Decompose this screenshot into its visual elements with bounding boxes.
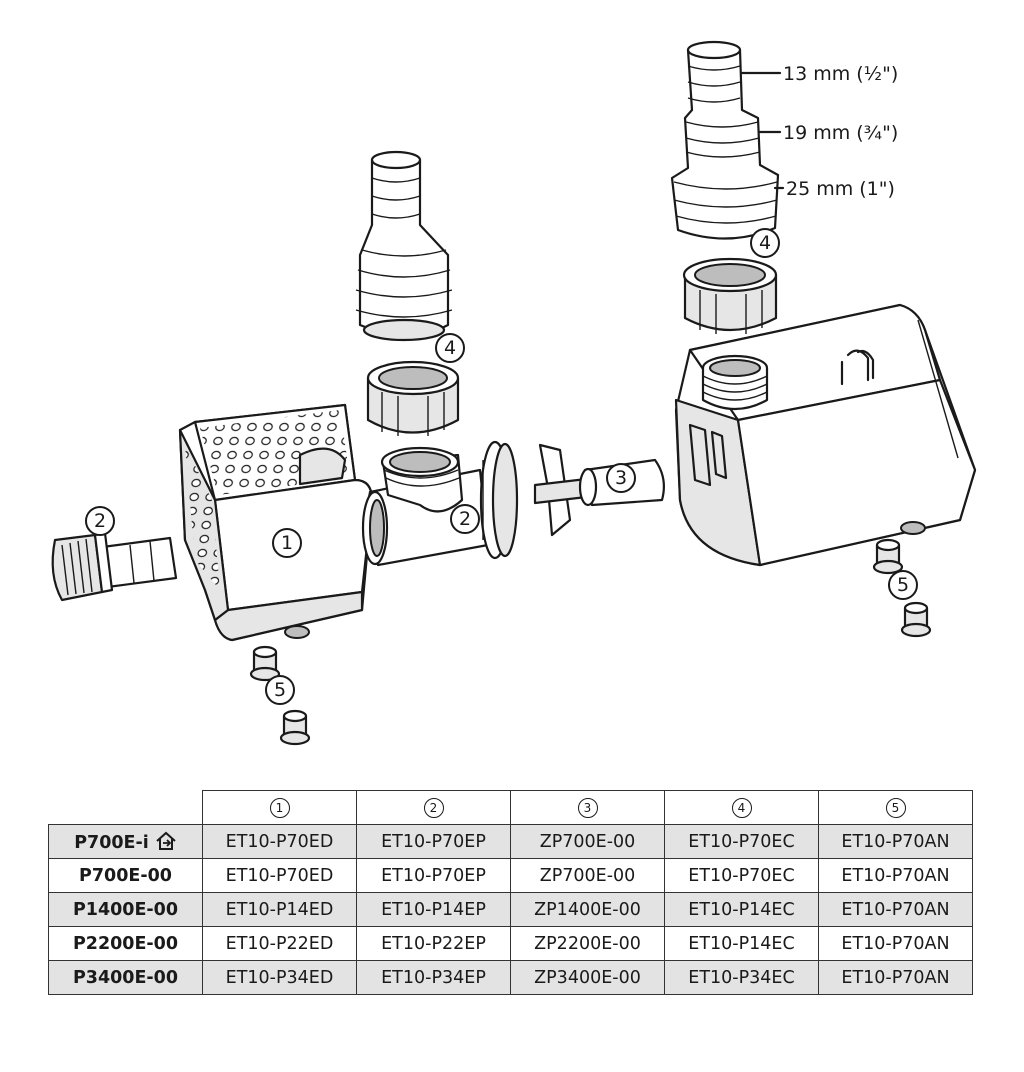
t-connector-part <box>361 440 519 567</box>
column-header-3: 3 <box>510 790 665 825</box>
model-cell: P700E-i <box>48 824 203 859</box>
callout-4-middle: 4 <box>435 333 465 363</box>
table-row: P1400E-00 ET10-P14ED ET10-P14EP ZP1400E-… <box>48 892 973 927</box>
exploded-pump-diagram: 13 mm (½") 19 mm (¾") 25 mm (1") 1 2 2 3… <box>51 40 977 746</box>
part-cell: ET10-P70AN <box>818 892 973 927</box>
part-cell: ZP3400E-00 <box>510 960 665 995</box>
model-cell: P700E-00 <box>48 858 203 893</box>
callout-4-right: 4 <box>750 228 780 258</box>
hose-size-13mm: 13 mm (½") <box>783 63 898 85</box>
part-cell: ET10-P14EP <box>356 892 511 927</box>
callout-2-left: 2 <box>85 506 115 536</box>
part-cell: ET10-P70EC <box>664 858 819 893</box>
svg-text:2: 2 <box>94 510 106 532</box>
model-cell: P2200E-00 <box>48 926 203 961</box>
callout-3: 3 <box>606 463 636 493</box>
table-corner-cell <box>48 790 203 825</box>
part-cell: ET10-P34ED <box>202 960 357 995</box>
part-cell: ET10-P22ED <box>202 926 357 961</box>
part-cell: ET10-P70AN <box>818 858 973 893</box>
part-cell: ET10-P22EP <box>356 926 511 961</box>
model-cell: P1400E-00 <box>48 892 203 927</box>
home-wifi-icon <box>156 831 176 850</box>
callout-1: 1 <box>272 528 302 558</box>
svg-text:3: 3 <box>615 467 627 489</box>
part-cell: ET10-P70AN <box>818 824 973 859</box>
column-header-4: 4 <box>664 790 819 825</box>
part-cell: ET10-P34EP <box>356 960 511 995</box>
spare-parts-table: 1 2 3 4 5 P700E-i ET10-P70ED ET10-P70EP … <box>48 790 973 995</box>
callout-2-middle: 2 <box>450 504 480 534</box>
part-cell: ET10-P70EC <box>664 824 819 859</box>
part-cell: ET10-P14EC <box>664 926 819 961</box>
part-cell: ZP700E-00 <box>510 858 665 893</box>
table-header-row: 1 2 3 4 5 <box>48 790 973 825</box>
part-cell: ET10-P70ED <box>202 824 357 859</box>
svg-text:4: 4 <box>759 232 771 254</box>
part-cell: ZP700E-00 <box>510 824 665 859</box>
part-cell: ET10-P34EC <box>664 960 819 995</box>
suction-feet-right <box>872 538 932 638</box>
hose-adapter-right <box>670 40 780 334</box>
svg-text:4: 4 <box>444 337 456 359</box>
table-row: P2200E-00 ET10-P22ED ET10-P22EP ZP2200E-… <box>48 926 973 961</box>
part-cell: ET10-P70EP <box>356 858 511 893</box>
callout-5-left: 5 <box>265 675 295 705</box>
table-row: P700E-i ET10-P70ED ET10-P70EP ZP700E-00 … <box>48 824 973 859</box>
table-row: P700E-00 ET10-P70ED ET10-P70EP ZP700E-00… <box>48 858 973 893</box>
column-header-1: 1 <box>202 790 357 825</box>
hose-size-19mm: 19 mm (¾") <box>783 122 898 144</box>
part-cell: ET10-P70AN <box>818 960 973 995</box>
intake-adapter-part <box>51 531 178 602</box>
table-row: P3400E-00 ET10-P34ED ET10-P34EP ZP3400E-… <box>48 960 973 995</box>
part-cell: ZP2200E-00 <box>510 926 665 961</box>
part-cell: ZP1400E-00 <box>510 892 665 927</box>
model-cell: P3400E-00 <box>48 960 203 995</box>
callout-5-right: 5 <box>888 570 918 600</box>
svg-text:1: 1 <box>281 532 293 554</box>
hose-adapter-middle <box>355 150 460 436</box>
hose-size-25mm: 25 mm (1") <box>786 178 895 200</box>
part-cell: ET10-P14EC <box>664 892 819 927</box>
part-cell: ET10-P70EP <box>356 824 511 859</box>
svg-text:5: 5 <box>897 574 909 596</box>
column-header-2: 2 <box>356 790 511 825</box>
part-cell: ET10-P70ED <box>202 858 357 893</box>
impeller-rotor-part <box>533 443 665 537</box>
suction-feet-left <box>249 645 311 746</box>
column-header-5: 5 <box>818 790 973 825</box>
svg-text:5: 5 <box>274 679 286 701</box>
pump-body <box>674 303 977 567</box>
filter-cage-part <box>178 403 374 642</box>
part-cell: ET10-P70AN <box>818 926 973 961</box>
svg-text:2: 2 <box>459 508 471 530</box>
part-cell: ET10-P14ED <box>202 892 357 927</box>
